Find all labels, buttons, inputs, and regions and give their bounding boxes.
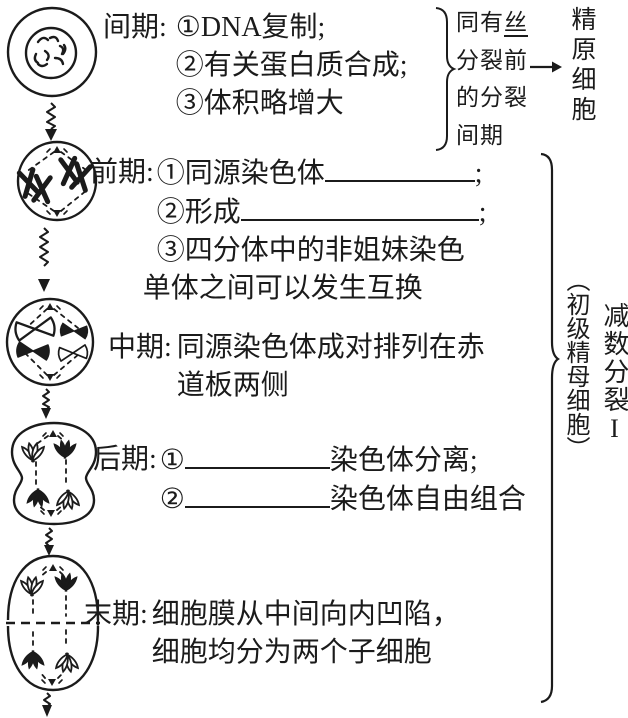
interphase-cell-icon xyxy=(6,6,98,98)
spermatogonium-label: 精原细胞 xyxy=(568,6,595,126)
mitosis-comparison-note: 同有丝分裂前的分裂间期 xyxy=(456,10,528,148)
stage-line: ③四分体中的非姐妹染色 xyxy=(156,235,465,266)
stage-content: ①DNA复制; ②有关蛋白质合成; ③体积略增大 xyxy=(176,9,408,123)
stage-line: ②有关蛋白质合成; xyxy=(175,50,408,81)
stage-content: 同源染色体成对排列在赤 道板两侧 xyxy=(177,329,485,405)
prophase-cell-icon xyxy=(16,140,98,222)
fill-in-blank xyxy=(184,441,330,469)
fill-in-blank xyxy=(324,154,475,182)
metaphase-cell-icon xyxy=(5,297,95,387)
stage-label: 间期: xyxy=(103,12,167,43)
stage-line: ①同源染色体; xyxy=(157,154,487,193)
stage-line: 道板两侧 xyxy=(176,370,289,401)
stage-line: 单体之间可以发生互换 xyxy=(142,273,423,304)
stage-line: 细胞均分为两个子细胞 xyxy=(151,637,432,668)
down-arrow-icon xyxy=(38,227,50,292)
primary-spermatocyte-label: （初级精母细胞） xyxy=(562,268,588,460)
stage-line: ①DNA复制; xyxy=(175,12,326,43)
stage-label: 前期: xyxy=(90,157,154,188)
stage-interphase: 间期: ①DNA复制; ②有关蛋白质合成; ③体积略增大 xyxy=(103,9,408,123)
stage-content: 细胞膜从中间向内凹陷， 细胞均分为两个子细胞 xyxy=(152,596,460,672)
stage-line: ③体积略增大 xyxy=(175,88,344,119)
stage-telophase: 末期: 细胞膜从中间向内凹陷， 细胞均分为两个子细胞 xyxy=(84,596,460,672)
anaphase-cell-icon xyxy=(10,421,98,526)
brace-icon xyxy=(435,7,457,151)
stage-metaphase: 中期: 同源染色体成对排列在赤 道板两侧 xyxy=(108,329,485,405)
down-arrow-icon xyxy=(41,388,51,419)
down-arrow-icon xyxy=(45,102,57,141)
meiosis-i-label: 减数分裂I xyxy=(600,302,628,445)
stage-content: ①同源染色体; ②形成; ③四分体中的非姐妹染色 单体之间可以发生互换 xyxy=(143,154,487,308)
stage-line: 细胞膜从中间向内凹陷， xyxy=(151,599,460,630)
down-arrow-icon xyxy=(42,692,52,717)
stage-prophase: 前期: ①同源染色体; ②形成; ③四分体中的非姐妹染色 单体之间可以发生互换 xyxy=(90,154,487,308)
brace-icon xyxy=(540,152,560,704)
fill-in-blank xyxy=(184,480,330,508)
stage-label: 后期: xyxy=(93,444,157,475)
stage-label: 末期: xyxy=(84,599,148,630)
telophase-cell-icon xyxy=(6,554,100,692)
arrow-right-icon xyxy=(530,61,562,73)
stage-label: 中期: xyxy=(108,332,172,363)
stage-line: 同源染色体成对排列在赤 xyxy=(176,332,485,363)
fill-in-blank xyxy=(240,193,479,221)
stage-line: ②形成; xyxy=(157,193,487,232)
down-arrow-icon xyxy=(44,527,54,556)
cell-stage-illustrations xyxy=(5,6,100,717)
